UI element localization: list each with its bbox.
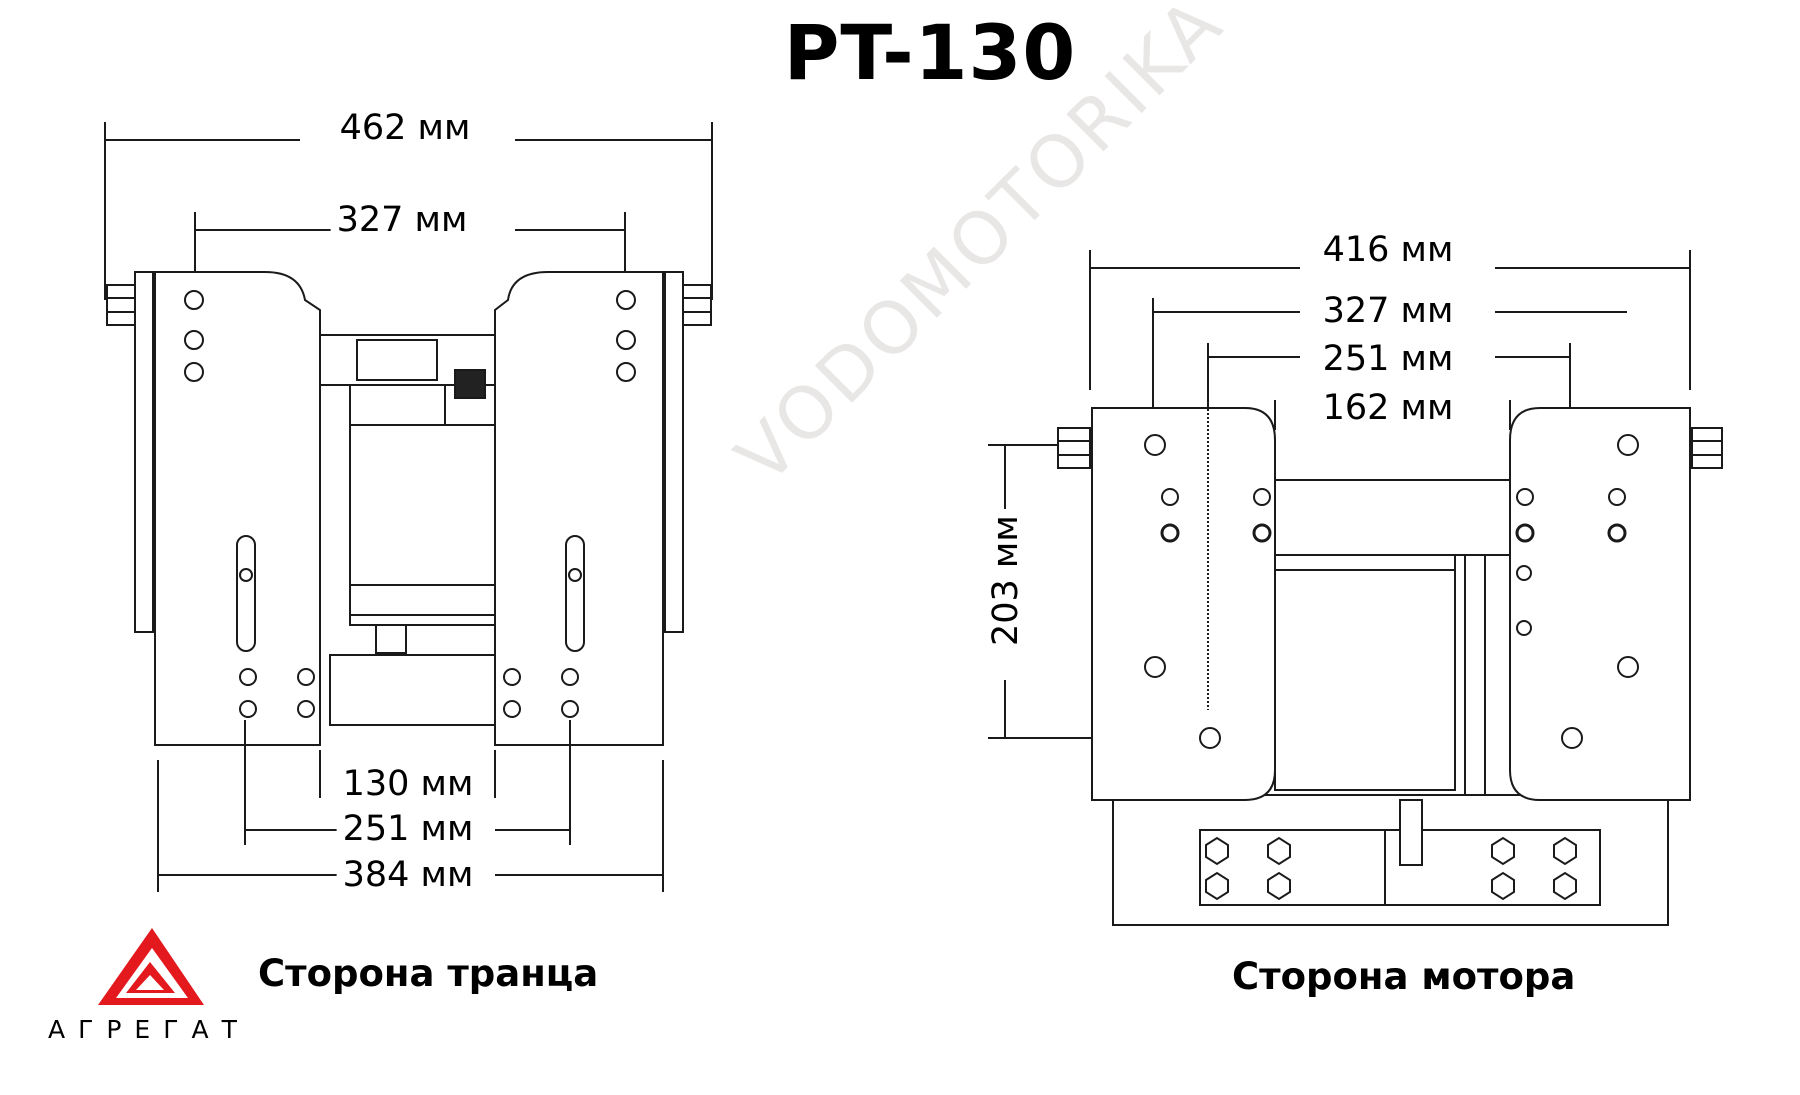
dim-overall-width: 462 мм (333, 108, 477, 148)
transom-side-caption: Сторона транца (258, 952, 599, 995)
dim-motor-overall-width: 416 мм (1316, 230, 1460, 270)
dim-inner-gap: 130 мм (336, 764, 480, 804)
dim-plate-width: 384 мм (336, 855, 480, 895)
dim-motor-outer-holes: 327 мм (1316, 291, 1460, 331)
dim-motor-mid-holes: 251 мм (1316, 339, 1460, 379)
page-title: PT-130 (783, 8, 1077, 97)
dim-hole-spacing: 251 мм (336, 809, 480, 849)
dim-vertical-spacing: 203 мм (986, 509, 1026, 652)
motor-side-drawing (988, 250, 1723, 926)
brand-name: АГРЕГАТ (48, 1015, 250, 1044)
brand-logo-icon (98, 928, 204, 1005)
dim-motor-inner-holes: 162 мм (1316, 388, 1460, 428)
transom-side-drawing (104, 122, 713, 892)
dim-bolt-spacing: 327 мм (330, 200, 474, 240)
motor-side-caption: Сторона мотора (1232, 955, 1576, 998)
